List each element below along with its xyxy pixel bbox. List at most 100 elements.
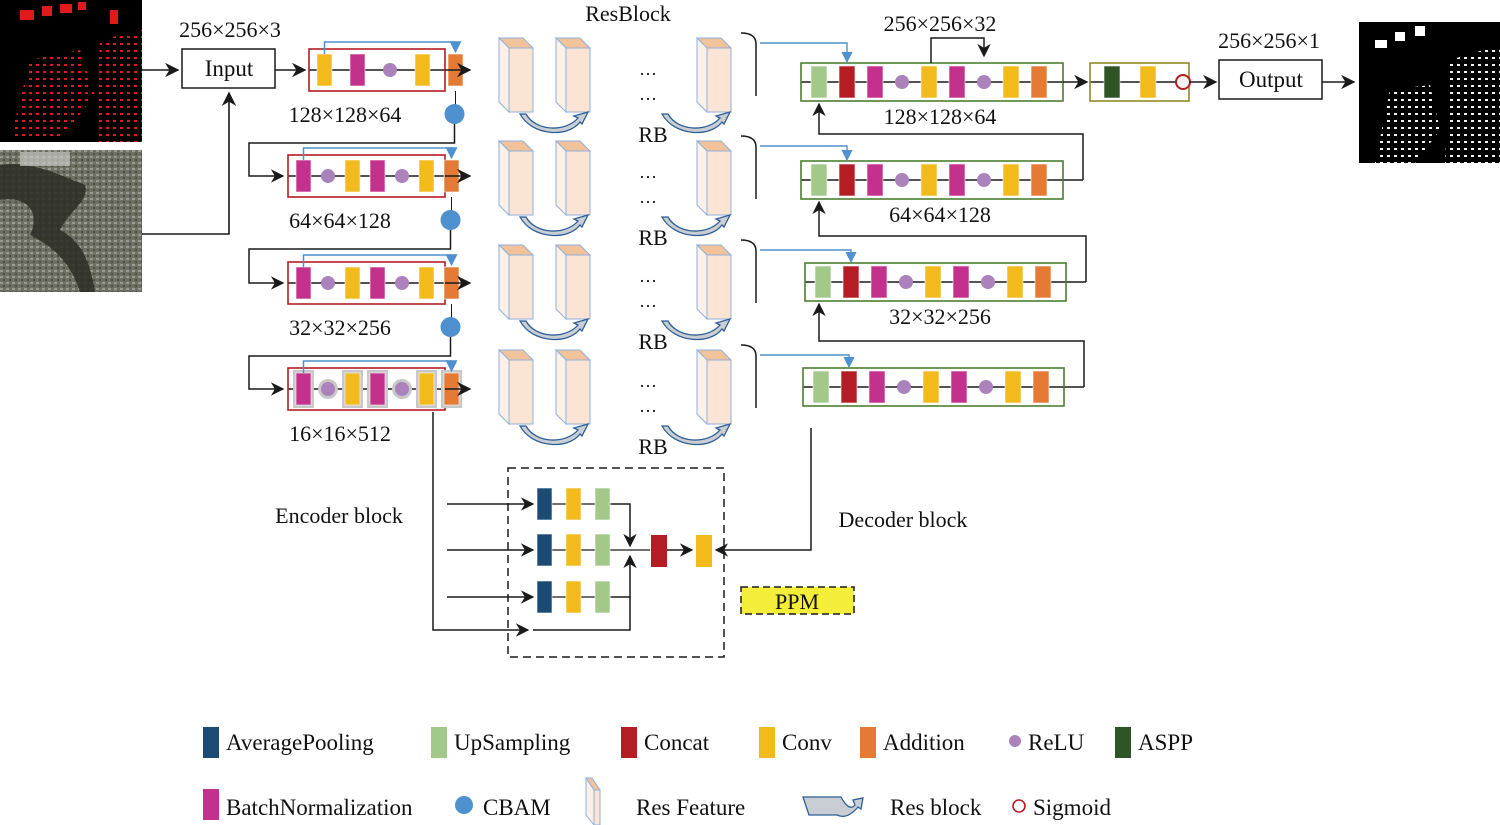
cbam-op: [440, 317, 461, 337]
residual-skip-line: [323, 41, 462, 54]
decoder-stage: 64×64×128: [760, 102, 1084, 227]
rb-label: RB: [638, 225, 667, 250]
res-feature-cuboid: [554, 139, 592, 217]
resblock-row: … … RB: [497, 135, 757, 250]
conv-op: [920, 163, 938, 197]
conv-op: [696, 535, 712, 567]
res-feature-cuboid: [554, 36, 592, 114]
res-feature-cuboid: [695, 243, 733, 321]
batch-norm-op: [948, 65, 966, 99]
conv-op: [344, 372, 361, 406]
res-block-arrow: [518, 317, 590, 341]
right-bracket: [740, 344, 757, 408]
ellipsis: …: [639, 187, 657, 207]
cuboid-front: [508, 47, 534, 113]
concat-op: [651, 535, 667, 567]
average-pooling-op: [536, 580, 553, 614]
legend-item-average-pooling: AveragePooling: [203, 727, 374, 758]
cuboid-swatch-front: [593, 789, 601, 825]
legend-label: CBAM: [483, 795, 551, 820]
relu-op: [977, 75, 991, 89]
encoder-shape-label: 64×64×128: [289, 208, 391, 233]
head-block: [1089, 62, 1191, 102]
conv-op: [414, 53, 431, 87]
cuboid-side: [555, 348, 567, 426]
conv-op: [418, 372, 435, 406]
cuboid-front: [565, 359, 591, 425]
decoder-top-shape: 256×256×32: [884, 11, 997, 36]
ppm-label: PPM: [775, 589, 819, 614]
legend-label: Conv: [782, 730, 832, 755]
cuboid-front: [565, 47, 591, 113]
arrow-decoder-to-ppm: [714, 428, 812, 557]
input-label: Input: [205, 56, 254, 81]
ppm-dashed-box: [507, 467, 725, 658]
conv-op: [344, 266, 361, 300]
encoder-stage: 128×128×64: [248, 41, 472, 183]
resblock-row: ……RB: [497, 32, 757, 147]
encoder-stage: 32×32×256: [248, 254, 472, 396]
legend-item-sigmoid: Sigmoid: [1012, 795, 1111, 820]
encoder-column: 128×128×64 64×64×128 32×32×256 16×16×512: [248, 41, 472, 446]
res-feature-cuboid: [497, 139, 535, 217]
conv-op: [1139, 65, 1157, 99]
upsampling-op: [594, 487, 611, 521]
identity-path: [533, 597, 631, 631]
cuboid-side: [498, 348, 510, 426]
res-block-arrow-shape: [518, 422, 590, 446]
rb-label: RB: [638, 434, 667, 459]
relu-op: [897, 380, 911, 394]
decoder-box: [802, 367, 1065, 407]
upsampling-op: [814, 265, 832, 299]
cuboid-side: [696, 243, 708, 321]
cbam-op: [444, 104, 465, 124]
encoder-shape-label: 16×16×512: [289, 421, 391, 446]
ppm-branch: [447, 533, 612, 567]
legend-item-aspp: ASPP: [1115, 727, 1193, 758]
batch-norm-op: [866, 163, 884, 197]
legend-label: Res Feature: [636, 795, 745, 820]
addition-op: [1030, 163, 1048, 197]
legend-label: BatchNormalization: [226, 795, 413, 820]
batch-norm-op: [369, 372, 386, 406]
legend-label: ASPP: [1138, 730, 1193, 755]
addition-op: [1032, 370, 1050, 404]
decoder-internal-skip: [930, 37, 991, 63]
label-image: [0, 0, 142, 142]
cuboid-front: [565, 254, 591, 320]
relu-op: [899, 275, 913, 289]
skip-connection-line: [760, 249, 857, 264]
legend-label: UpSampling: [454, 730, 571, 755]
cuboid-side: [696, 36, 708, 114]
conv-op: [565, 580, 582, 614]
cuboid-side: [696, 139, 708, 217]
res-block-arrow: [518, 213, 590, 237]
average-pooling-swatch: [203, 727, 219, 758]
addition-op: [1030, 65, 1048, 99]
ellipsis: …: [639, 162, 657, 182]
cuboid-swatch-side: [585, 776, 595, 825]
cuboid-front: [706, 150, 732, 216]
resblock-row: ……RB: [497, 239, 757, 354]
ppm-branch: [447, 487, 612, 521]
decoder-box: [800, 160, 1064, 200]
res-feature-cuboid: [497, 243, 535, 321]
relu-op: [977, 173, 991, 187]
batch-norm-op: [369, 266, 386, 300]
right-bracket: [740, 239, 757, 303]
arrow-to-next-encoder: [248, 124, 456, 183]
ellipsis: …: [639, 59, 657, 79]
conv-swatch: [759, 727, 775, 758]
arrow-to-upper-decoder: [812, 302, 1085, 387]
relu-op: [395, 382, 409, 396]
res-block-arrow-shape: [660, 110, 732, 134]
cbam-swatch: [455, 796, 473, 814]
cuboid-front: [565, 150, 591, 216]
res-block-arrow-shape: [518, 317, 590, 341]
sigmoid-swatch: [1012, 799, 1026, 813]
relu-swatch: [1009, 735, 1021, 747]
addition-swatch: [860, 727, 876, 758]
output-mask-image: [1359, 22, 1500, 163]
